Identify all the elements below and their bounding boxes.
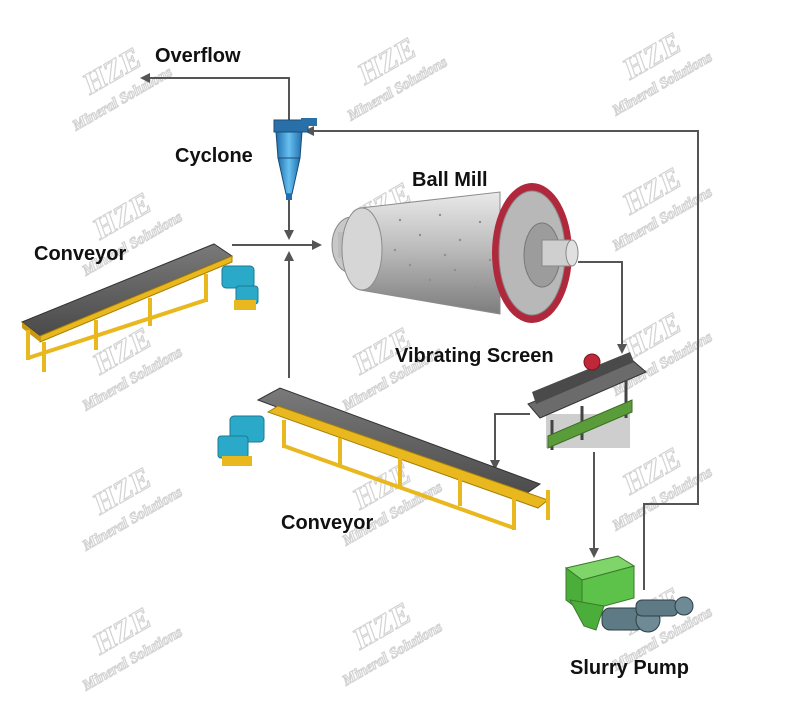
- conveyor-top-icon: [21, 243, 259, 372]
- pump-to-cyclone-line: [304, 126, 699, 590]
- slurry-pump-label: Slurry Pump: [570, 657, 689, 679]
- ball-mill-icon: [331, 183, 579, 323]
- flow-lines: [140, 73, 699, 590]
- cyclone-label: Cyclone: [175, 145, 253, 167]
- slurry-pump-icon: [564, 555, 694, 633]
- overflow-label: Overflow: [155, 45, 241, 67]
- conveyor-top-label: Conveyor: [34, 243, 127, 265]
- vibrating-screen-label: Vibrating Screen: [395, 345, 554, 367]
- mill-to-screen-line: [578, 261, 627, 354]
- screen-to-conveyor-line: [490, 413, 530, 470]
- conveyor-bottom-icon: [217, 387, 550, 530]
- vibrating-screen-icon: [527, 352, 647, 450]
- conveyor-bottom-label: Conveyor: [281, 512, 374, 534]
- cyclone-icon: [273, 118, 317, 200]
- overflow-line: [140, 73, 290, 122]
- ball-mill-label: Ball Mill: [412, 169, 488, 191]
